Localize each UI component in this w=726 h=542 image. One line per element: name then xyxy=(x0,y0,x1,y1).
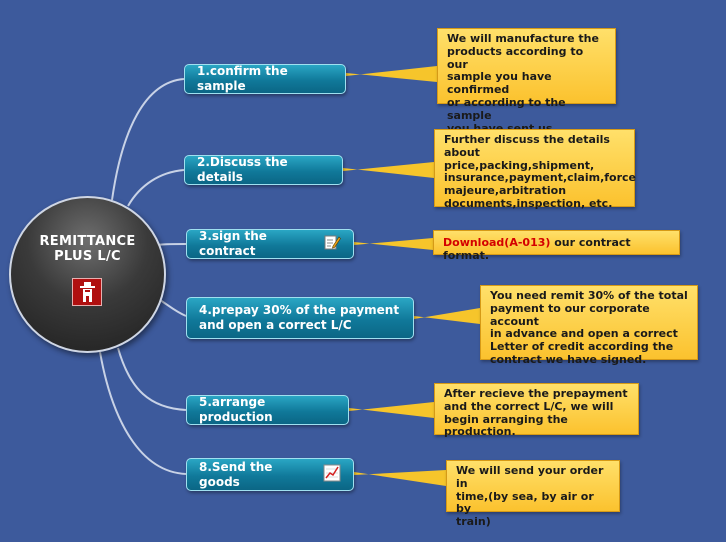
pointer-5 xyxy=(349,402,434,418)
pencil-document-icon xyxy=(324,234,341,255)
root-title-line1: REMITTANCE xyxy=(39,234,136,249)
pointer-2 xyxy=(343,162,434,178)
root-title: REMITTANCE PLUS L/C xyxy=(11,234,164,264)
step-label-line1: 4.prepay 30% of the payment xyxy=(199,303,400,317)
branch-line-4 xyxy=(159,299,187,317)
root-title-line2: PLUS L/C xyxy=(54,249,121,264)
pointer-3 xyxy=(354,238,433,250)
step-label: 5.arrange production xyxy=(199,395,273,424)
branch-line-1 xyxy=(111,78,185,201)
branch-line-2 xyxy=(127,169,185,207)
branch-line-6 xyxy=(99,351,187,475)
download-contract-link[interactable]: Download(A-013) xyxy=(443,236,551,249)
pointer-4 xyxy=(414,308,480,324)
step-label: 3.sign the contract xyxy=(199,229,267,258)
note-send-goods: We will send your order in time,(by sea,… xyxy=(446,460,620,528)
step-label-block: 4.prepay 30% of the payment and open a c… xyxy=(199,303,399,333)
pointer-1 xyxy=(346,66,437,82)
step-sign-contract[interactable]: 3.sign the contract xyxy=(186,229,354,259)
note-contract-format: Download(A-013) our contract format. xyxy=(433,230,680,262)
step-discuss-details[interactable]: 2.Discuss the details xyxy=(184,155,343,185)
note-arrange-production: After recieve the prepayment and the cor… xyxy=(434,383,639,438)
step-confirm-sample[interactable]: 1.confirm the sample xyxy=(184,64,346,94)
step-label: 1.confirm the sample xyxy=(197,64,288,93)
note-prepay: You need remit 30% of the total payment … xyxy=(480,285,698,366)
step-label: 8.Send the goods xyxy=(199,459,273,489)
step-label: 2.Discuss the details xyxy=(197,155,288,184)
pointer-6 xyxy=(354,470,446,486)
person-icon xyxy=(72,278,102,306)
chart-document-icon xyxy=(323,464,341,486)
note-contract-format-text: our contract format. xyxy=(443,236,631,262)
step-label-line2: and open a correct L/C xyxy=(199,318,352,332)
step-arrange-production[interactable]: 5.arrange production xyxy=(186,395,349,425)
branch-line-5 xyxy=(117,347,187,411)
step-send-goods[interactable]: 8.Send the goods xyxy=(186,458,354,491)
note-confirm-sample: We will manufacture the products accordi… xyxy=(437,28,616,134)
root-node[interactable]: REMITTANCE PLUS L/C xyxy=(9,196,166,353)
note-discuss-details: Further discuss the details about price,… xyxy=(434,129,636,210)
step-prepay-open-lc[interactable]: 4.prepay 30% of the payment and open a c… xyxy=(186,297,414,339)
